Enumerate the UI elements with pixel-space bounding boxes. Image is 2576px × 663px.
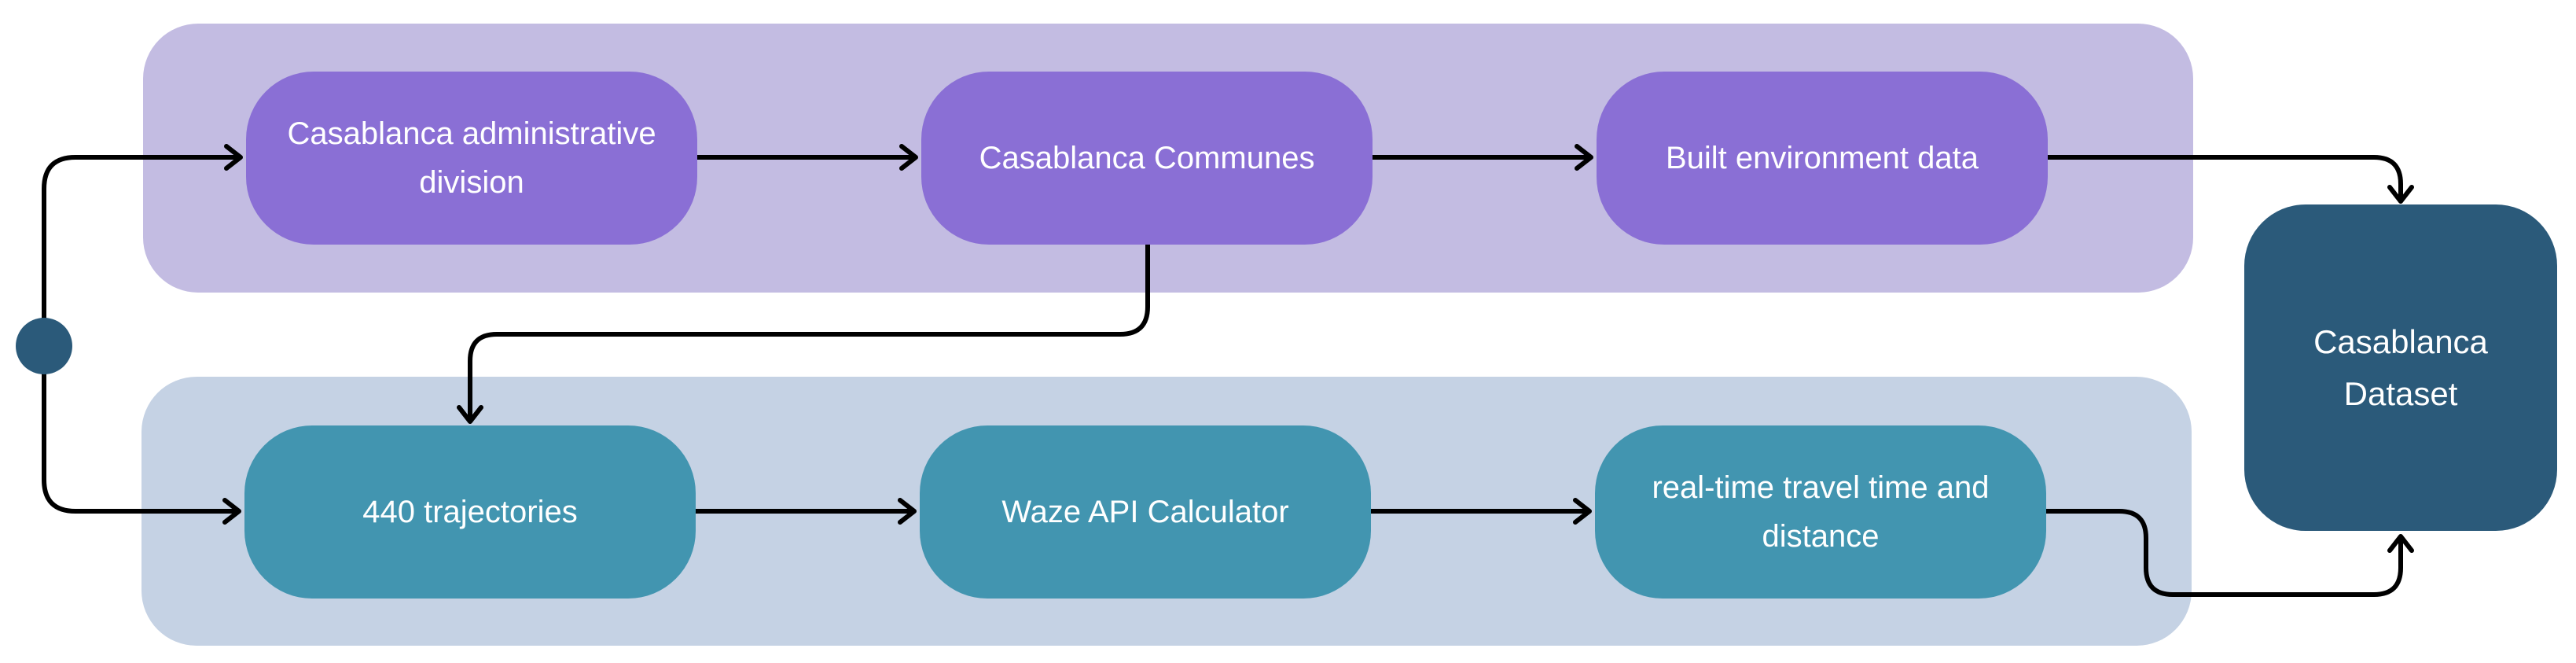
node-label: real-time travel time and distance bbox=[1652, 470, 1990, 554]
arrow-start-to-trajectories bbox=[42, 372, 239, 514]
node-waze-api: Waze API Calculator bbox=[920, 425, 1371, 599]
node-label: Casablanca Dataset bbox=[2313, 322, 2488, 412]
arrowhead-admin bbox=[224, 144, 243, 171]
arrowhead-trajectories bbox=[222, 498, 241, 525]
node-trajectories: 440 trajectories bbox=[244, 425, 696, 599]
start-node bbox=[16, 318, 72, 374]
node-label: Waze API Calculator bbox=[1001, 495, 1289, 529]
node-realtime-travel: real-time travel time and distance bbox=[1595, 425, 2046, 599]
node-label: Casablanca administrative division bbox=[287, 116, 656, 200]
node-administrative-division: Casablanca administrative division bbox=[246, 72, 697, 245]
arrow-realtime-to-dataset bbox=[2044, 509, 2403, 597]
node-communes: Casablanca Communes bbox=[921, 72, 1373, 245]
node-label: Casablanca Communes bbox=[979, 141, 1315, 175]
node-casablanca-dataset: Casablanca Dataset bbox=[2244, 204, 2557, 531]
node-label: Built environment data bbox=[1665, 141, 1979, 175]
arrow-communes-to-trajectories bbox=[468, 242, 1150, 422]
arrow-start-to-admin bbox=[42, 155, 241, 320]
node-label: 440 trajectories bbox=[362, 495, 578, 529]
arrow-built-to-dataset bbox=[2045, 155, 2403, 201]
node-built-environment: Built environment data bbox=[1597, 72, 2048, 245]
